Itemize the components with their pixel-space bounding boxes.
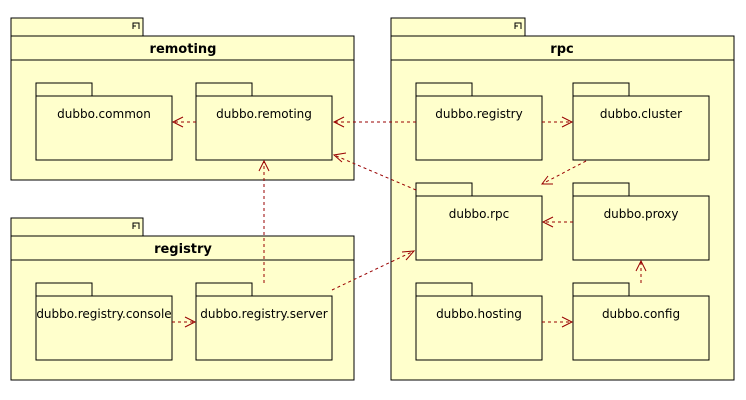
dependency-registry-server-to-remoting	[258, 159, 270, 283]
package-tab	[35, 282, 93, 297]
container-tab	[10, 17, 144, 37]
package-tab	[572, 82, 630, 97]
container-title: remoting	[150, 42, 217, 57]
container-tab	[10, 217, 144, 237]
dependency-cluster-to-rpc	[541, 160, 587, 185]
package-dubbo-rpc: dubbo.rpc	[415, 182, 543, 261]
package-body	[572, 295, 710, 361]
package-label: dubbo.registry.console	[36, 307, 171, 321]
package-dubbo-registry: dubbo.registry	[415, 82, 543, 161]
dependency-registry-to-cluster	[542, 116, 574, 128]
package-body	[415, 295, 543, 361]
container-title: registry	[154, 242, 212, 257]
dependency-rpc-to-remoting	[332, 152, 417, 191]
package-tab	[195, 282, 253, 297]
dependency-proxy-to-rpc	[541, 216, 573, 228]
dependency-registry-console-to-server	[172, 316, 197, 328]
package-body	[35, 95, 173, 161]
package-body	[415, 195, 543, 261]
package-body	[195, 95, 333, 161]
package-tab	[195, 82, 253, 97]
dependency-remoting-to-common	[171, 116, 196, 128]
package-body	[195, 295, 333, 361]
package-icon	[132, 22, 140, 29]
package-dubbo-registry-console: dubbo.registry.console	[35, 282, 173, 361]
package-tab	[572, 182, 630, 197]
package-body	[415, 95, 543, 161]
package-dubbo-config: dubbo.config	[572, 282, 710, 361]
package-tab	[35, 82, 93, 97]
package-label: dubbo.registry	[435, 107, 522, 121]
package-dubbo-proxy: dubbo.proxy	[572, 182, 710, 261]
package-label: dubbo.proxy	[604, 207, 679, 221]
package-label: dubbo.rpc	[449, 207, 510, 221]
package-tab	[572, 282, 630, 297]
container-tab	[390, 17, 526, 37]
container-title: rpc	[550, 42, 573, 57]
dependency-hosting-to-config	[542, 316, 574, 328]
package-dubbo-common: dubbo.common	[35, 82, 173, 161]
dependency-registry-server-to-rpc	[331, 250, 416, 291]
dependency-config-to-proxy	[635, 259, 647, 283]
package-body	[35, 295, 173, 361]
package-label: dubbo.cluster	[600, 107, 682, 121]
package-body	[572, 95, 710, 161]
package-icon	[514, 22, 522, 29]
package-tab	[415, 282, 473, 297]
package-dubbo-hosting: dubbo.hosting	[415, 282, 543, 361]
package-label: dubbo.common	[57, 107, 151, 121]
package-icon	[132, 222, 140, 229]
package-body	[572, 195, 710, 261]
package-dubbo-cluster: dubbo.cluster	[572, 82, 710, 161]
package-label: dubbo.registry.server	[200, 307, 328, 321]
package-dubbo-registry-server: dubbo.registry.server	[195, 282, 333, 361]
package-label: dubbo.config	[602, 307, 680, 321]
package-label: dubbo.remoting	[216, 107, 312, 121]
dependency-registry-to-remoting	[332, 116, 416, 128]
package-tab	[415, 82, 473, 97]
package-tab	[415, 182, 473, 197]
package-dubbo-remoting: dubbo.remoting	[195, 82, 333, 161]
package-label: dubbo.hosting	[436, 307, 522, 321]
